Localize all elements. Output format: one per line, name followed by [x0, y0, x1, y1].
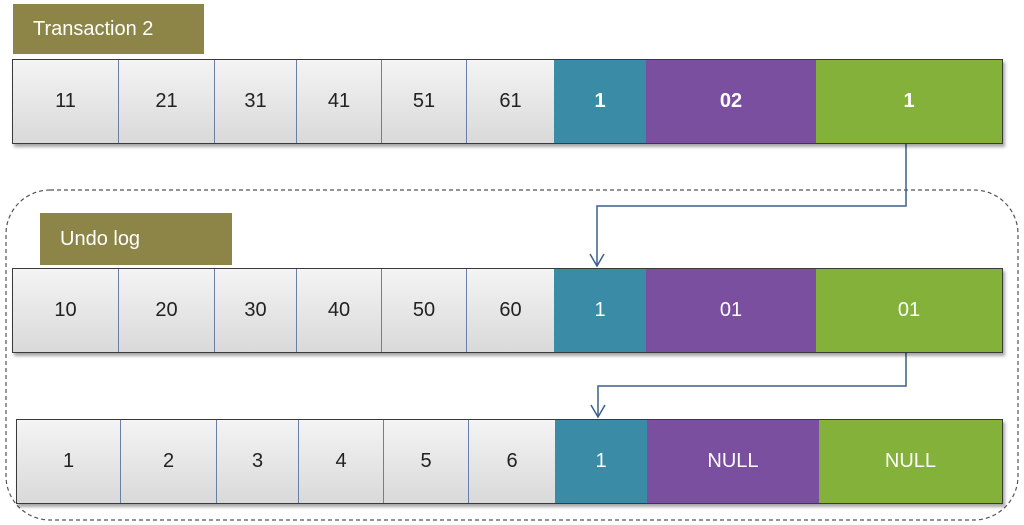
column-cell: 21 — [119, 60, 215, 143]
trx-id-cell: 02 — [646, 60, 816, 143]
column-cell: 10 — [13, 269, 119, 352]
roll-pointer-cell: 01 — [816, 269, 1002, 352]
hidden-column-teal: 1 — [555, 420, 647, 503]
column-cell: 4 — [299, 420, 384, 503]
transaction-label: Transaction 2 — [13, 4, 204, 54]
column-cell: 41 — [297, 60, 382, 143]
trx-id-cell: 01 — [646, 269, 816, 352]
column-cell: 11 — [13, 60, 119, 143]
column-cell: 6 — [469, 420, 555, 503]
undo-log-label: Undo log — [40, 213, 232, 265]
column-cell: 20 — [119, 269, 215, 352]
undo-log-label-text: Undo log — [60, 227, 141, 250]
column-cell: 5 — [384, 420, 469, 503]
column-cell: 30 — [215, 269, 297, 352]
transaction-label-text: Transaction 2 — [33, 17, 154, 40]
column-cell: 40 — [297, 269, 382, 352]
arrowhead-2 — [590, 404, 606, 419]
column-cell: 60 — [467, 269, 554, 352]
trx-id-cell: NULL — [647, 420, 819, 503]
roll-pointer-2 — [597, 353, 907, 417]
column-cell: 61 — [467, 60, 554, 143]
column-cell: 1 — [17, 420, 121, 503]
undo-log-region — [5, 189, 1019, 521]
column-cell: 50 — [382, 269, 467, 352]
roll-pointer-cell: 1 — [816, 60, 1002, 143]
record-row-undo-2: 1 2 3 4 5 6 1 NULL NULL — [16, 419, 1003, 504]
column-cell: 2 — [121, 420, 217, 503]
column-cell: 51 — [382, 60, 467, 143]
record-row-undo-1: 10 20 30 40 50 60 1 01 01 — [12, 268, 1003, 353]
hidden-column-teal: 1 — [554, 60, 646, 143]
hidden-column-teal: 1 — [554, 269, 646, 352]
column-cell: 31 — [215, 60, 297, 143]
roll-pointer-cell: NULL — [819, 420, 1002, 503]
roll-pointer-1 — [596, 144, 907, 266]
column-cell: 3 — [217, 420, 299, 503]
arrowhead-1 — [589, 253, 605, 268]
record-row-current: 11 21 31 41 51 61 1 02 1 — [12, 59, 1003, 144]
